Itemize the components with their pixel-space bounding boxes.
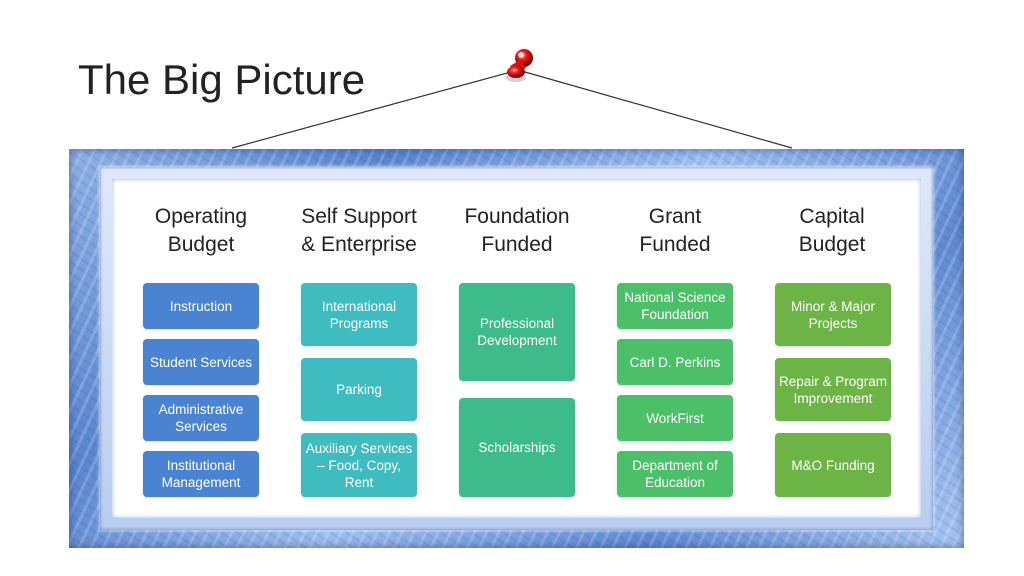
box-label: M&O Funding bbox=[791, 457, 875, 473]
column-header-foundation-funded: Foundation Funded bbox=[442, 203, 592, 259]
box-international-programs: International Programs bbox=[301, 283, 417, 346]
box-administrative-services: Administrative Services bbox=[143, 395, 259, 441]
header-line: Funded bbox=[481, 233, 553, 256]
box-label: Repair & Program Improvement bbox=[778, 373, 888, 406]
header-line: Operating bbox=[154, 205, 248, 228]
header-line: Capital bbox=[799, 205, 865, 228]
box-label: Administrative Services bbox=[158, 402, 244, 434]
header-line: & Enterprise bbox=[301, 233, 417, 256]
box-national-science-foundation: National Science Foundation bbox=[617, 283, 733, 329]
box-label: Department of Education bbox=[632, 458, 718, 490]
header-line: Budget bbox=[798, 233, 866, 256]
box-instruction: Instruction bbox=[143, 283, 259, 329]
header-line: Grant bbox=[648, 205, 702, 228]
column-header-grant-funded: Grant Funded bbox=[600, 203, 750, 259]
column-header-operating-budget: Operating Budget bbox=[126, 203, 276, 259]
box-carl-d-perkins: Carl D. Perkins bbox=[617, 339, 733, 385]
box-label: Auxiliary Services – Food, Copy, Rent bbox=[305, 440, 413, 490]
box-auxiliary-services: Auxiliary Services – Food, Copy, Rent bbox=[301, 433, 417, 497]
box-label: Institutional Management bbox=[161, 458, 241, 490]
box-scholarships: Scholarships bbox=[459, 398, 575, 497]
box-mo-funding: M&O Funding bbox=[775, 433, 891, 497]
box-label: International Programs bbox=[321, 298, 397, 331]
box-label: National Science Foundation bbox=[624, 290, 726, 322]
box-label: Minor & Major Projects bbox=[790, 298, 876, 331]
push-pin-icon bbox=[506, 49, 533, 82]
box-professional-development: Professional Development bbox=[459, 283, 575, 381]
column-header-self-support: Self Support & Enterprise bbox=[284, 203, 434, 259]
box-label: Instruction bbox=[169, 298, 233, 314]
header-line: Self Support bbox=[301, 205, 417, 228]
box-label: Scholarships bbox=[478, 440, 556, 455]
box-label: WorkFirst bbox=[646, 410, 704, 426]
box-workfirst: WorkFirst bbox=[617, 395, 733, 441]
header-line: Budget bbox=[167, 233, 235, 256]
box-minor-major-projects: Minor & Major Projects bbox=[775, 283, 891, 346]
box-label: Carl D. Perkins bbox=[629, 354, 721, 370]
header-line: Foundation bbox=[464, 205, 570, 228]
column-header-capital-budget: Capital Budget bbox=[757, 203, 907, 259]
box-student-services: Student Services bbox=[143, 339, 259, 385]
box-institutional-management: Institutional Management bbox=[143, 451, 259, 497]
box-repair-program-improvement: Repair & Program Improvement bbox=[775, 358, 891, 421]
header-line: Funded bbox=[639, 233, 711, 256]
box-parking: Parking bbox=[301, 358, 417, 421]
slide-title: The Big Picture bbox=[78, 56, 366, 103]
box-label: Student Services bbox=[149, 354, 253, 370]
box-department-of-education: Department of Education bbox=[617, 451, 733, 497]
box-label: Professional Development bbox=[477, 316, 557, 348]
box-label: Parking bbox=[336, 382, 382, 397]
